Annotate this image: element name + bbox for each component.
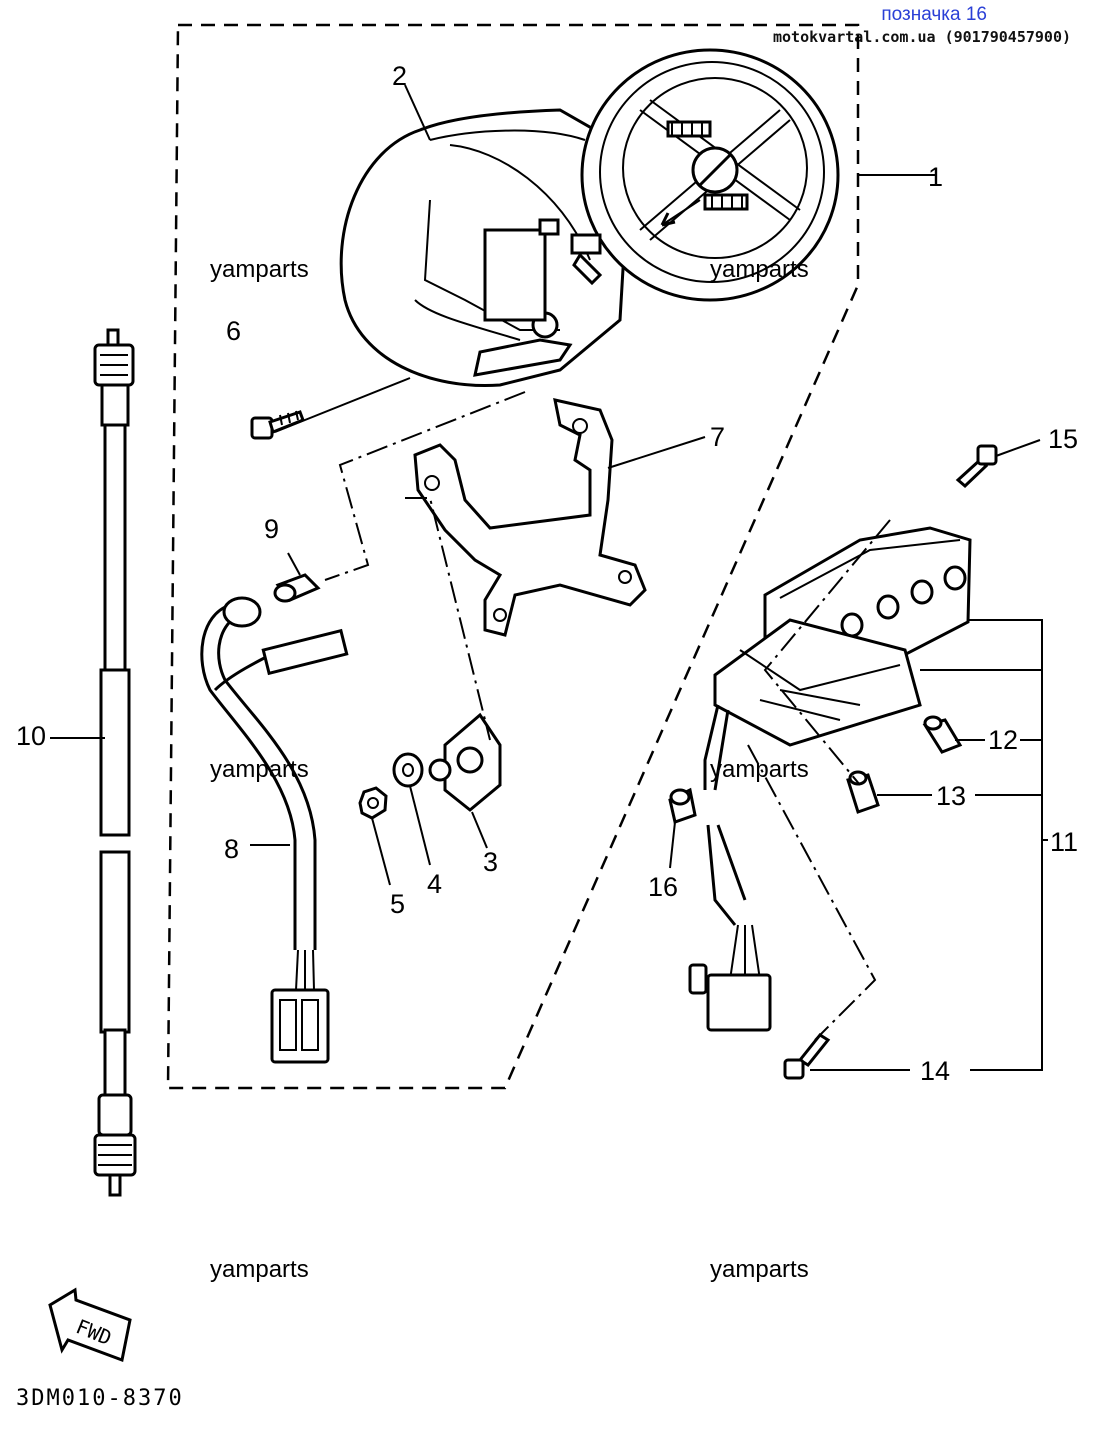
bulb-9[interactable] (273, 573, 321, 603)
callout-13: 13 (936, 781, 966, 811)
washer-4[interactable] (392, 752, 424, 788)
watermark: yamparts (210, 1256, 309, 1283)
meter-assembly[interactable] (339, 48, 840, 388)
leader-lines (50, 84, 1048, 1071)
nut-5[interactable] (358, 786, 388, 820)
wire-harness-8[interactable] (200, 596, 349, 1064)
watermark: yamparts (210, 756, 309, 783)
bulb-13[interactable] (846, 770, 880, 814)
watermark: yamparts (210, 256, 309, 283)
callout-14: 14 (920, 1056, 950, 1086)
callout-5: 5 (390, 889, 405, 919)
watermark: yamparts (710, 256, 809, 283)
watermark: yamparts (710, 1256, 809, 1283)
speedometer-cable-10[interactable] (93, 328, 137, 1197)
meter-bracket[interactable] (413, 398, 647, 637)
diagram-code: 3DM010-8370 (16, 1386, 184, 1411)
fwd-arrow-icon: FWD (48, 1287, 132, 1363)
callout-11: 11 (1050, 827, 1078, 857)
callout-4: 4 (427, 869, 442, 899)
screw-6[interactable] (250, 410, 305, 440)
callout-6: 6 (226, 316, 241, 346)
bulb-12[interactable] (922, 715, 963, 754)
page-header-site[interactable]: motokvartal.com.ua (901790457900) (772, 28, 1071, 46)
callout-3: 3 (483, 847, 498, 877)
grommet-3[interactable] (428, 712, 502, 812)
callout-10: 10 (16, 721, 46, 751)
screw-15[interactable] (955, 444, 998, 489)
screw-14[interactable] (783, 1033, 831, 1080)
callout-16: 16 (648, 872, 678, 902)
callout-15: 15 (1048, 424, 1078, 454)
page-header-title[interactable]: позначка 16 (881, 4, 987, 25)
watermark: yamparts (710, 756, 809, 783)
assembly-boundary (166, 23, 860, 1090)
callout-1: 1 (928, 162, 943, 192)
callout-8: 8 (224, 834, 239, 864)
callout-2: 2 (392, 61, 407, 91)
indicator-light-assembly-11[interactable] (688, 526, 972, 1032)
callout-12: 12 (988, 725, 1018, 755)
socket-16[interactable] (668, 787, 697, 824)
callout-9: 9 (264, 514, 279, 544)
callout-7: 7 (710, 422, 725, 452)
